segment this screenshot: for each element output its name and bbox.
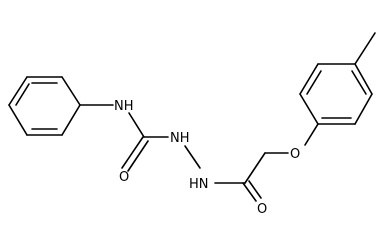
bond	[15, 83, 30, 106]
bond	[354, 32, 376, 65]
atom-label-o-urea: O	[119, 170, 129, 185]
atom-label-nh-hydrazide-top: NH	[170, 131, 190, 146]
bond	[8, 104, 28, 136]
bond	[299, 63, 319, 95]
bond	[128, 112, 145, 138]
bond	[61, 76, 81, 106]
bond	[242, 182, 257, 202]
bond	[127, 140, 149, 172]
atom-label-nh-phenyl: NH	[114, 99, 134, 114]
bond	[8, 76, 28, 106]
bond	[306, 70, 322, 95]
atom-label-o-amide: O	[257, 202, 267, 217]
bond	[304, 123, 319, 146]
bond	[354, 93, 373, 125]
bond	[244, 152, 266, 184]
bond	[184, 145, 201, 169]
bonds	[8, 32, 376, 202]
bond	[354, 63, 373, 95]
atom-labels: NH NH O HN O O	[114, 99, 300, 217]
atom-label-o-ether: O	[290, 147, 300, 162]
bond	[299, 93, 319, 125]
bond	[351, 70, 367, 95]
bond	[248, 180, 262, 199]
chemical-structure: NH NH O HN O O	[8, 32, 376, 217]
bond	[61, 104, 81, 136]
bond	[121, 136, 144, 169]
atom-label-hn-hydrazide-bottom: HN	[189, 177, 209, 192]
